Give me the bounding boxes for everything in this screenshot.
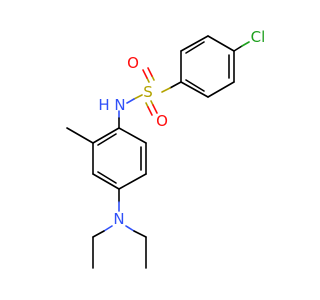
bond-segment-nitrogen bbox=[103, 225, 113, 232]
ring-bond bbox=[92, 127, 120, 144]
oxygen-top-atom-label: O bbox=[127, 54, 139, 72]
bond-segment-nitrogen bbox=[126, 98, 135, 104]
chlorine-atom-label: Cl bbox=[251, 28, 266, 46]
chlorophenyl-ring bbox=[180, 35, 235, 98]
ring-bond bbox=[207, 35, 235, 52]
bond-segment bbox=[92, 230, 105, 238]
ring-bond bbox=[180, 35, 209, 52]
ring-double-bond bbox=[97, 133, 117, 146]
s-n-bond bbox=[126, 94, 143, 104]
molecule-structure: Cl S O O N H N bbox=[66, 28, 266, 269]
c-s-bond bbox=[161, 81, 182, 93]
amide-nitrogen-atom-label: N bbox=[114, 96, 125, 114]
bond-segment-nitrogen bbox=[125, 225, 135, 232]
c-cl-bond bbox=[233, 41, 250, 52]
ring-bond bbox=[92, 173, 120, 190]
bond-segment-sulfur bbox=[161, 87, 171, 93]
ethyl-left bbox=[92, 225, 113, 269]
structure-canvas: Cl S O O N H N bbox=[66, 28, 266, 269]
s-o-bottom-double-bond bbox=[145, 100, 158, 116]
bond-segment bbox=[169, 81, 182, 89]
s-o-top-double-bond bbox=[142, 67, 155, 83]
bond-segment-oxygen bbox=[147, 67, 153, 77]
ring-bond bbox=[118, 127, 147, 144]
ring-bond bbox=[180, 81, 209, 98]
amine-nitrogen-atom-label: N bbox=[113, 210, 124, 228]
bond-segment-chlorine bbox=[241, 41, 250, 47]
bond-segment-sulfur bbox=[133, 94, 143, 100]
ring-bond bbox=[118, 173, 147, 190]
bond-segment-oxygen bbox=[142, 69, 148, 79]
bond-segment bbox=[233, 45, 243, 52]
ethyl-right bbox=[125, 225, 147, 269]
ring-bond bbox=[207, 81, 235, 98]
ring-double-bond bbox=[97, 171, 117, 184]
aminophenyl-ring bbox=[92, 127, 147, 190]
sulfur-atom-label: S bbox=[143, 83, 153, 101]
amide-hydrogen-atom-label: H bbox=[98, 96, 109, 114]
ring-double-bond bbox=[185, 79, 205, 92]
oxygen-bottom-atom-label: O bbox=[156, 112, 168, 130]
bond-segment-oxygen bbox=[147, 106, 153, 116]
bond-segment bbox=[133, 230, 147, 238]
methyl-bond bbox=[66, 127, 94, 144]
bond-segment-oxygen bbox=[152, 104, 158, 114]
ring-double-bond bbox=[185, 41, 205, 54]
